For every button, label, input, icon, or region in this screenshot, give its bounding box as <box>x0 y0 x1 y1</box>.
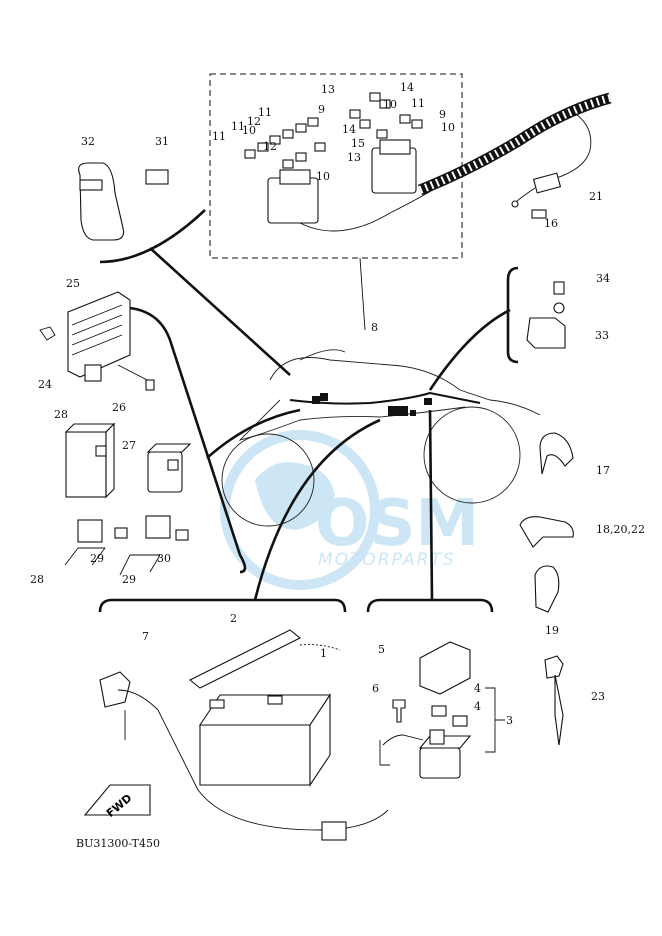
callout-label: 10 <box>316 170 330 183</box>
part-7-cable <box>99 671 389 841</box>
part-33-bolt <box>553 281 565 295</box>
leader-8 <box>359 257 366 331</box>
part-34-washer <box>553 302 565 314</box>
callout-label: 12 <box>247 115 261 128</box>
bracket-right <box>506 266 519 364</box>
part-1-battery <box>198 693 332 787</box>
bracket-battery <box>98 598 347 613</box>
watermark: OSM MOTORPARTS <box>220 430 479 590</box>
watermark-brand: OSM <box>315 487 479 561</box>
part-27-relay <box>64 422 116 499</box>
part-18-clamp <box>534 565 560 613</box>
callout-label: 4 <box>474 682 481 695</box>
part-31-cover <box>78 162 125 241</box>
callout-label: 8 <box>371 321 378 334</box>
callout-label: 31 <box>155 135 169 148</box>
part-16-clamp <box>539 432 574 475</box>
callout-label: 9 <box>439 108 446 121</box>
wire-harness-19 <box>417 92 612 219</box>
part-2-strap <box>188 629 302 689</box>
callout-label: 6 <box>372 682 379 695</box>
leader-bike-relay <box>428 409 434 601</box>
part-30-pad <box>145 169 169 185</box>
callout-label: 28 <box>54 408 68 421</box>
callout-label: 19 <box>545 624 559 637</box>
callout-label: 24 <box>38 378 52 391</box>
leader-bike-left <box>206 408 301 459</box>
fuse-group-frame <box>209 73 463 259</box>
leader-bike-right <box>428 308 511 391</box>
bracket-relay <box>366 598 494 613</box>
callout-label: 11 <box>231 120 245 133</box>
callout-label: 33 <box>595 329 609 342</box>
callout-label: 27 <box>122 439 136 452</box>
callout-label: 5 <box>378 643 385 656</box>
fwd-arrow-icon: FWD <box>83 784 151 820</box>
callout-label: 2 <box>230 612 237 625</box>
callout-label: 10 <box>441 121 455 134</box>
callout-label: 26 <box>112 401 126 414</box>
callout-label: 3 <box>506 714 513 727</box>
motorcycle-outline <box>221 349 541 527</box>
part-23-regulator <box>39 291 155 391</box>
callout-label: 4 <box>474 700 481 713</box>
callout-label: 28 <box>30 573 44 586</box>
callout-label: 10 <box>242 124 256 137</box>
part-3-lead <box>379 734 424 766</box>
callout-label: 23 <box>591 690 605 703</box>
callout-label: 1 <box>320 647 327 660</box>
callout-label: 7 <box>142 630 149 643</box>
part-6-bolt <box>392 699 406 723</box>
callout-label: 11 <box>411 97 425 110</box>
callout-label: 11 <box>212 130 226 143</box>
callout-label: 17 <box>596 464 610 477</box>
bracket-left <box>129 306 247 574</box>
leader-bike-battery <box>253 418 381 601</box>
callout-label: 15 <box>351 137 365 150</box>
part-26-relay <box>146 443 192 493</box>
callout-label: 25 <box>66 277 80 290</box>
callout-label: 34 <box>596 272 610 285</box>
part-3-starter-relay <box>418 729 472 779</box>
part-17-clamp <box>519 516 574 548</box>
watermark-sub: MOTORPARTS <box>318 550 456 570</box>
part-21-cable-tie <box>544 655 564 746</box>
part-4-fuse-b <box>452 715 468 727</box>
drawing-code: BU31300-T450 <box>76 837 160 850</box>
callout-label: 30 <box>157 552 171 565</box>
callout-label: 9 <box>318 103 325 116</box>
callout-label: 16 <box>544 217 558 230</box>
callout-label: 32 <box>81 135 95 148</box>
callout-label: 13 <box>321 83 335 96</box>
leader-bike-top-left <box>149 247 291 376</box>
part-4-fuse-a <box>431 705 447 717</box>
part-1-label-line <box>299 644 341 651</box>
callout-label: 13 <box>347 151 361 164</box>
part-28-29-connectors <box>64 515 189 576</box>
bracket-3 <box>485 687 505 753</box>
callout-label: 11 <box>258 106 272 119</box>
part-32-sensor <box>526 317 566 349</box>
callout-label: 14 <box>400 81 414 94</box>
callout-label: 29 <box>90 552 104 565</box>
callout-label: 29 <box>122 573 136 586</box>
callout-label: 10 <box>383 98 397 111</box>
callout-label: 14 <box>342 123 356 136</box>
callout-label: 18,20,22 <box>596 523 645 536</box>
callout-label: 12 <box>263 140 277 153</box>
part-5-cover <box>419 641 471 695</box>
callout-label: 21 <box>589 190 603 203</box>
